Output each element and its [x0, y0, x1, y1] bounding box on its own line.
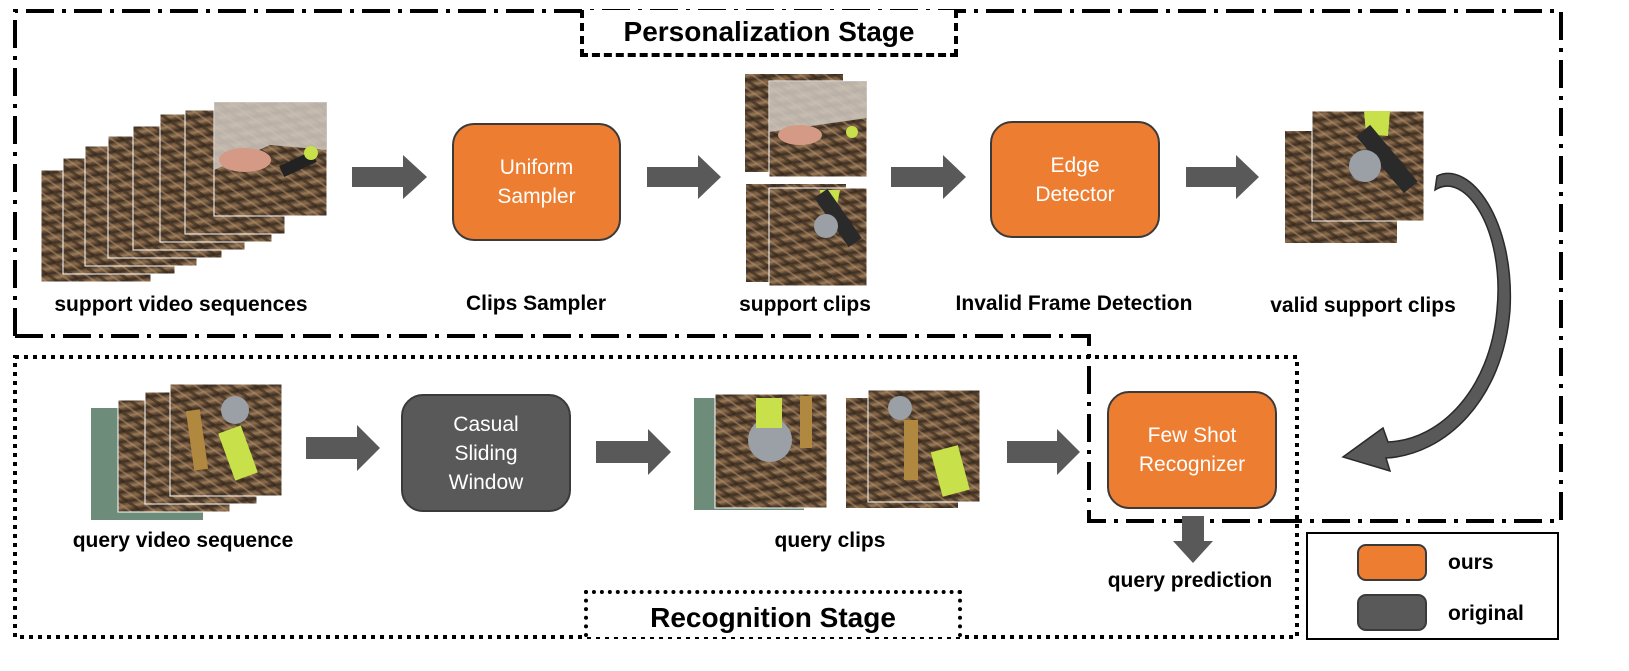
query-prediction-caption: query prediction: [1107, 569, 1273, 592]
query-clips-image: [694, 389, 981, 510]
legend-label-original: original: [1448, 602, 1524, 625]
legend-label-ours: ours: [1448, 551, 1494, 574]
arrow-5: [306, 425, 380, 471]
personalization-stage-title: Personalization Stage: [580, 10, 958, 57]
arrow-3: [891, 155, 966, 199]
support-clips-caption: support clips: [739, 293, 871, 316]
query-video-sequence-caption: query video sequence: [72, 529, 294, 552]
arrow-1: [352, 155, 427, 199]
support-clips-image: [745, 74, 868, 287]
curved-arrow: [1341, 172, 1512, 473]
legend-box: [1306, 532, 1559, 640]
few-shot-recognizer-box: Few Shot Recognizer: [1107, 391, 1277, 509]
casual-sliding-window-box: Casual Sliding Window: [401, 394, 571, 512]
valid-support-clips-image: [1285, 110, 1425, 243]
arrow-7: [1007, 429, 1080, 475]
support-video-sequences-image: [40, 101, 328, 283]
arrow-down: [1173, 516, 1213, 563]
valid-support-clips-caption: valid support clips: [1270, 294, 1456, 317]
invalid-frame-detection-caption: Invalid Frame Detection: [955, 292, 1193, 315]
personalization-stage-border: [13, 9, 1563, 523]
query-clips-caption: query clips: [774, 529, 886, 552]
recognition-stage-border: [13, 355, 1299, 639]
arrow-4: [1186, 155, 1259, 199]
clips-sampler-caption: Clips Sampler: [465, 292, 607, 315]
query-video-sequence-image: [91, 383, 283, 520]
arrow-6: [596, 429, 671, 475]
edge-detector-box: Edge Detector: [990, 121, 1160, 238]
legend-swatch-ours: [1357, 544, 1427, 581]
arrow-2: [647, 155, 721, 199]
recognition-stage-title: Recognition Stage: [584, 590, 962, 637]
legend-swatch-original: [1357, 594, 1427, 631]
uniform-sampler-box: Uniform Sampler: [452, 123, 621, 241]
support-video-sequences-caption: support video sequences: [54, 293, 308, 316]
